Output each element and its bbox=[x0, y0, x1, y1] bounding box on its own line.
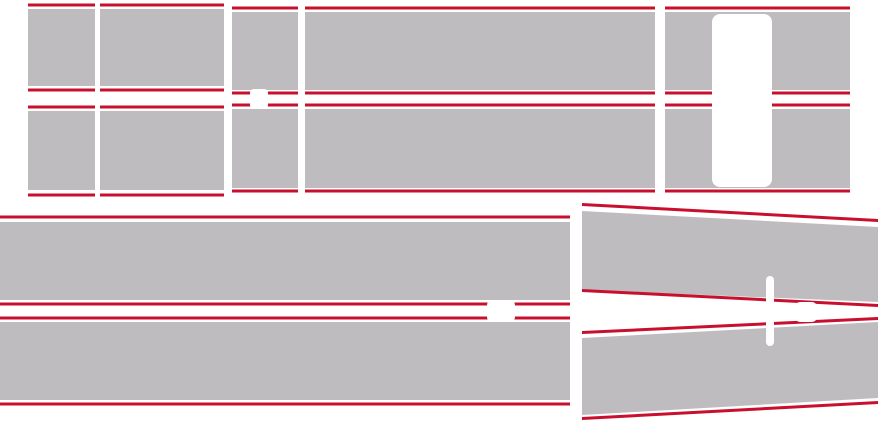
red-stripe bbox=[28, 193, 95, 197]
panel-upper bbox=[0, 222, 570, 300]
red-stripe bbox=[100, 193, 224, 197]
panel-upper bbox=[100, 9, 224, 86]
window-cutout bbox=[712, 14, 772, 187]
cutout bbox=[250, 89, 268, 109]
cutout bbox=[487, 300, 515, 322]
panel-upper bbox=[232, 12, 298, 90]
panel-upper bbox=[582, 211, 878, 302]
red-stripe bbox=[232, 6, 298, 10]
panel-lower bbox=[0, 322, 570, 400]
panel-lower bbox=[100, 111, 224, 190]
red-stripe bbox=[665, 189, 850, 193]
panel-upper bbox=[28, 9, 95, 86]
panel-lower bbox=[305, 109, 655, 188]
red-stripe bbox=[100, 105, 224, 109]
red-stripe bbox=[232, 189, 298, 193]
red-stripe bbox=[305, 103, 655, 107]
red-stripe bbox=[100, 3, 224, 7]
panel-upper bbox=[305, 12, 655, 90]
red-stripe bbox=[0, 316, 570, 320]
gap bbox=[300, 0, 303, 200]
red-stripe bbox=[0, 402, 570, 406]
gap bbox=[660, 0, 663, 200]
red-stripe bbox=[28, 105, 95, 109]
red-stripe bbox=[0, 302, 570, 306]
slot-cutout bbox=[766, 276, 774, 346]
red-stripe bbox=[28, 88, 95, 92]
red-stripe bbox=[305, 6, 655, 10]
red-stripe bbox=[305, 91, 655, 95]
cutout bbox=[795, 302, 817, 322]
panel-lower bbox=[28, 111, 95, 190]
red-stripe bbox=[28, 3, 95, 7]
red-stripe bbox=[582, 203, 878, 222]
gap bbox=[576, 205, 579, 422]
gap bbox=[96, 0, 99, 200]
red-stripe bbox=[305, 189, 655, 193]
red-stripe bbox=[665, 6, 850, 10]
red-stripe bbox=[0, 215, 570, 219]
panel-lower bbox=[582, 322, 878, 415]
gap bbox=[226, 0, 229, 200]
red-stripe bbox=[100, 88, 224, 92]
red-stripe bbox=[582, 401, 878, 420]
panel-lower bbox=[232, 109, 298, 188]
